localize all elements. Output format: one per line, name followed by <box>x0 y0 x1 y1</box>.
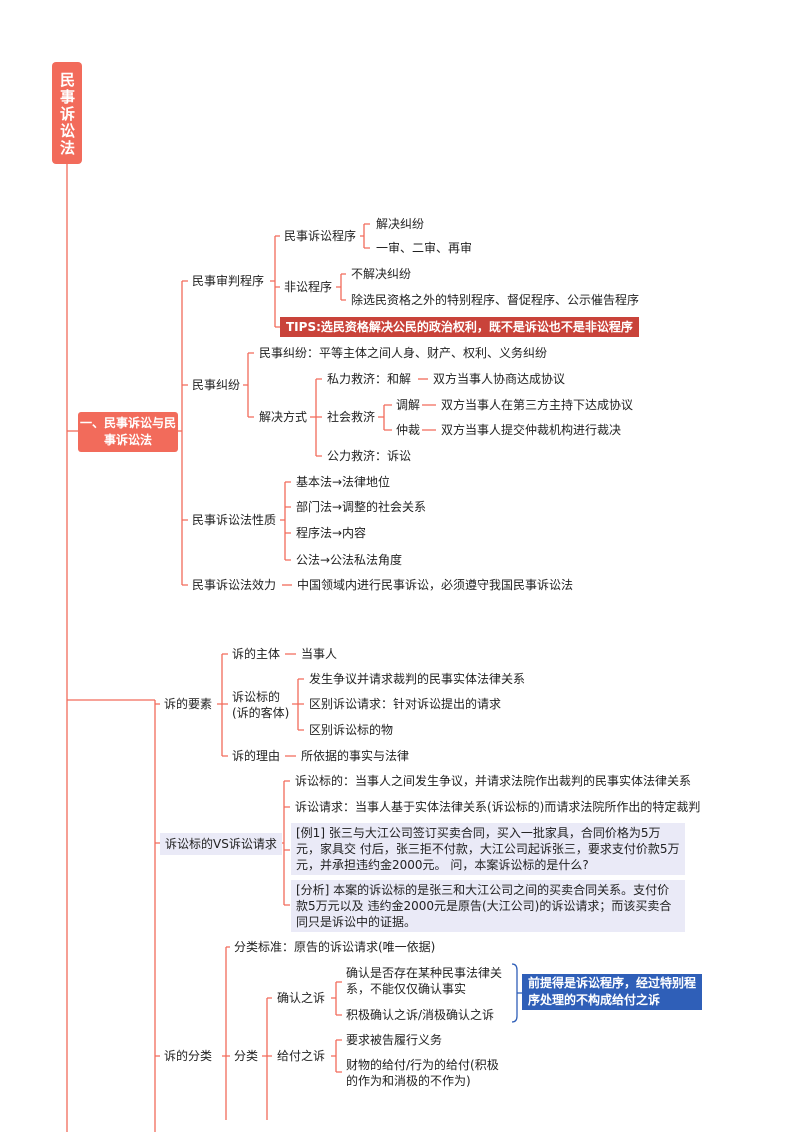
social-remedy[interactable]: 社会救济 <box>327 410 376 424</box>
non-litigation-item-0[interactable]: 不解决纠纷 <box>351 267 412 281</box>
mediation-detail[interactable]: 双方当事人在第三方主持下达成协议 <box>441 398 634 412</box>
reason-node[interactable]: 诉的理由 <box>232 749 281 763</box>
trial-node[interactable]: 民事审判程序 <box>192 274 265 288</box>
non-litigation-item-1[interactable]: 除选民资格之外的特别程序、督促程序、公示催告程序 <box>351 293 640 307</box>
confirm-note[interactable]: 前提得是诉讼程序，经过特别程序处理的不构成给付之诉 <box>522 974 702 1010</box>
nature-item-2[interactable]: 程序法→内容 <box>296 526 367 540</box>
object-node[interactable]: 诉讼标的 (诉的客体) <box>232 690 290 720</box>
elements-node[interactable]: 诉的要素 <box>164 697 213 711</box>
tips-note[interactable]: TIPS:选民资格解决公民的政治权利，既不是诉讼也不是非讼程序 <box>280 317 639 337</box>
object-item-0[interactable]: 发生争议并请求裁判的民事实体法律关系 <box>309 672 526 686</box>
category-node[interactable]: 分类 <box>234 1049 259 1063</box>
mediation-node[interactable]: 调解 <box>396 398 421 412</box>
nature-node[interactable]: 民事诉讼法性质 <box>192 513 277 527</box>
arbitration-node[interactable]: 仲裁 <box>396 423 421 437</box>
classification-standard[interactable]: 分类标准：原告的诉讼请求(唯一依据) <box>234 940 436 954</box>
effect-node[interactable]: 民事诉讼法效力 <box>192 578 277 592</box>
object-item-2[interactable]: 区别诉讼标的物 <box>309 723 394 737</box>
subject-node[interactable]: 诉的主体 <box>232 647 281 661</box>
private-remedy[interactable]: 私力救济：和解 <box>327 372 412 386</box>
subject-detail[interactable]: 当事人 <box>301 647 338 661</box>
nature-item-3[interactable]: 公法→公法私法角度 <box>296 553 403 567</box>
object-item-1[interactable]: 区别诉讼请求：针对诉讼提出的请求 <box>309 697 502 711</box>
vs-item-1[interactable]: 诉讼请求：当事人基于实体法律关系(诉讼标的)而请求法院所作出的特定裁判 <box>295 800 701 814</box>
payment-item-0[interactable]: 要求被告履行义务 <box>346 1033 443 1047</box>
public-remedy[interactable]: 公力救济：诉讼 <box>327 449 412 463</box>
example-box[interactable]: [例1] 张三与大江公司签订买卖合同，买入一批家具，合同价格为5万元，家具交 付… <box>291 823 685 875</box>
payment-node[interactable]: 给付之诉 <box>277 1049 326 1063</box>
confirm-node[interactable]: 确认之诉 <box>277 991 326 1005</box>
vs-node[interactable]: 诉讼标的VS诉讼请求 <box>160 833 282 855</box>
arbitration-detail[interactable]: 双方当事人提交仲裁机构进行裁决 <box>441 423 622 437</box>
nature-item-0[interactable]: 基本法→法律地位 <box>296 475 391 489</box>
reason-detail[interactable]: 所依据的事实与法律 <box>301 749 410 763</box>
root-node[interactable]: 民事诉讼法 <box>52 62 82 164</box>
non-litigation-node[interactable]: 非讼程序 <box>284 280 333 294</box>
payment-item-1[interactable]: 财物的给付/行为的给付(积极的作为和消极的不作为) <box>346 1058 499 1088</box>
litigation-item-1[interactable]: 一审、二审、再审 <box>376 241 473 255</box>
confirm-item-0[interactable]: 确认是否存在某种民事法律关系，不能仅仅确认事实 <box>346 966 503 996</box>
section1-node[interactable]: 一、民事诉讼与民事诉讼法 <box>78 412 178 452</box>
analysis-box[interactable]: [分析] 本案的诉讼标的是张三和大江公司之间的买卖合同关系。支付价款5万元以及 … <box>291 880 685 932</box>
classification-node[interactable]: 诉的分类 <box>164 1049 213 1063</box>
vs-item-0[interactable]: 诉讼标的：当事人之间发生争议，并请求法院作出裁判的民事实体法律关系 <box>295 774 692 788</box>
effect-detail[interactable]: 中国领域内进行民事诉讼，必须遵守我国民事诉讼法 <box>297 578 574 592</box>
litigation-item-0[interactable]: 解决纠纷 <box>376 217 425 231</box>
dispute-node[interactable]: 民事纠纷 <box>192 378 241 392</box>
litigation-node[interactable]: 民事诉讼程序 <box>284 229 357 243</box>
private-remedy-detail[interactable]: 双方当事人协商达成协议 <box>433 372 566 386</box>
dispute-definition[interactable]: 民事纠纷：平等主体之间人身、财产、权利、义务纠纷 <box>259 346 548 360</box>
nature-item-1[interactable]: 部门法→调整的社会关系 <box>296 500 427 514</box>
confirm-item-1[interactable]: 积极确认之诉/消极确认之诉 <box>346 1008 495 1022</box>
resolution-node[interactable]: 解决方式 <box>259 410 308 424</box>
